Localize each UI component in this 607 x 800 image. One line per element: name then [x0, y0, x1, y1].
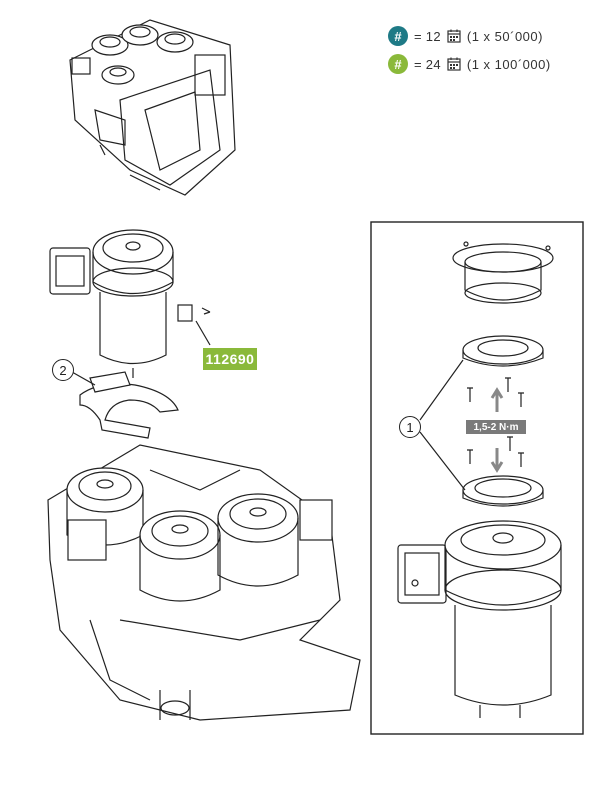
- legend-count: = 24: [414, 56, 441, 72]
- detail-frame: [370, 221, 584, 735]
- arrow-up: [490, 387, 504, 412]
- calendar-icon: [447, 29, 461, 43]
- green-hash-badge: #: [388, 54, 408, 74]
- grinder-assembly: [47, 444, 361, 721]
- upper-burr: [462, 335, 544, 367]
- part-number-badge: 112690: [203, 348, 257, 370]
- legend-row-12: # = 12 (1 x 50´000): [388, 24, 588, 48]
- grinder-collar: [452, 241, 554, 304]
- overview-assembly: [69, 19, 236, 196]
- mounting-bracket: [71, 371, 179, 439]
- legend-count: = 12: [414, 28, 441, 44]
- arrow-down: [490, 448, 504, 473]
- legend-interval: (1 x 50´000): [466, 28, 543, 44]
- maintenance-legend: # = 12 (1 x 50´000) # = 24 (1 x 100´000): [388, 24, 588, 80]
- motor-detail: [397, 520, 562, 718]
- callout-1: 1: [399, 416, 421, 438]
- legend-row-24: # = 24 (1 x 100´000): [388, 52, 588, 76]
- motor-unit-left: [49, 229, 211, 378]
- screws-lower: [467, 436, 524, 467]
- callout-2: 2: [52, 359, 74, 381]
- lower-burr: [462, 475, 544, 507]
- screws-upper: [467, 377, 524, 407]
- legend-interval: (1 x 100´000): [466, 56, 551, 72]
- calendar-icon: [447, 57, 461, 71]
- callout-leader-1: [419, 359, 466, 491]
- torque-spec-label: 1,5-2 N·m: [466, 420, 526, 434]
- teal-hash-badge: #: [388, 26, 408, 46]
